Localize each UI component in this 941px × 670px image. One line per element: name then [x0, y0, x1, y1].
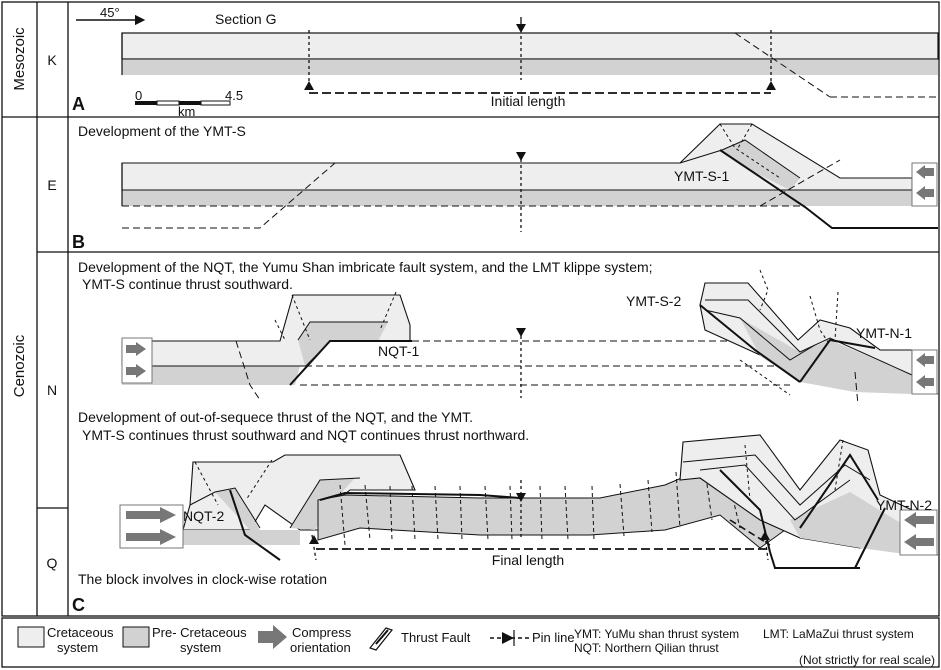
strike-label: 45° — [100, 5, 120, 20]
fault-label-nqt-1: NQT-1 — [378, 343, 419, 359]
period-q: Q — [47, 555, 58, 571]
panel-letter-b: B — [72, 232, 85, 252]
caption-n-1: Development of the NQT, the Yumu Shan im… — [78, 259, 653, 275]
legend-swatch-cretaceous — [17, 626, 45, 648]
compress-arrows-left — [121, 337, 153, 384]
pre-cretaceous-right — [790, 492, 912, 555]
legend-abbr-nqt: NQT: Northern Qilian thrust — [574, 641, 719, 655]
caption-b: Development of the YMT-S — [78, 123, 246, 139]
thrust-fault-nqt-1 — [289, 340, 412, 386]
scale-unit: km — [178, 104, 195, 119]
pre-cretaceous-left — [183, 530, 300, 545]
legend-compress-icon — [258, 625, 287, 649]
legend-cretaceous-2: system — [57, 640, 98, 655]
panel-letter-a: A — [72, 94, 85, 114]
caption-c-1: Development of out-of-sequece thrust of … — [78, 409, 473, 425]
initial-length-label: Initial length — [491, 93, 566, 109]
compress-arrows-right — [911, 349, 938, 395]
caption-c-2: YMT-S continues thrust southward and NQT… — [82, 427, 529, 443]
caption-n-2: YMT-S continue thrust southward. — [82, 276, 293, 292]
pre-cretaceous-left — [122, 366, 300, 385]
legend-pre-2: system — [180, 640, 221, 655]
scale-max: 4.5 — [225, 88, 243, 103]
pin-marker — [516, 24, 526, 33]
panel-letter-c: C — [72, 595, 85, 615]
final-length-label: Final length — [492, 552, 564, 568]
panel-b: Development of the YMT-S YMT-S-1 B — [72, 123, 938, 252]
fault-label-ymt-s-1: YMT-S-1 — [674, 168, 729, 184]
legend-swatch-pre-cretaceous — [122, 626, 150, 648]
pre-cretaceous-right — [740, 318, 912, 394]
period-e: E — [47, 177, 56, 193]
legend-thrust-icon — [368, 627, 394, 651]
legend-thrust: Thrust Fault — [401, 630, 471, 645]
legend-compress-1: Compress — [292, 625, 352, 640]
legend-pre-1: Pre- Cretaceous — [152, 625, 247, 640]
fault-label-ymt-s-2: YMT-S-2 — [626, 293, 681, 309]
future-fault — [734, 32, 831, 98]
legend-cretaceous-1: Cretaceous — [47, 625, 114, 640]
period-n: N — [47, 382, 57, 398]
cretaceous-layer — [121, 32, 939, 60]
panel-a: 45° Section G Initial length 0 4.5 km A — [72, 5, 939, 119]
fracture-lines — [339, 469, 741, 546]
thrust-fault-nqt-2 — [229, 489, 281, 561]
legend-compress-2: orientation — [290, 640, 351, 655]
pre-cretaceous-layer — [122, 190, 912, 206]
rotated-block — [317, 469, 786, 549]
thrust-fault-ymt-n-1 — [799, 338, 876, 383]
compress-arrows — [911, 162, 938, 207]
fault-label-ymt-n-1: YMT-N-1 — [856, 325, 912, 341]
era-cenozoic: Cenozoic — [11, 334, 28, 397]
rotation-note: The block involves in clock-wise rotatio… — [78, 571, 327, 587]
legend-abbr-lmt: LMT: LaMaZui thrust system — [763, 627, 914, 641]
fault-label-nqt-2: NQT-2 — [183, 508, 224, 524]
fault-label-ymt-n-2: YMT-N-2 — [876, 497, 932, 513]
legend-abbr-ymt: YMT: YuMu shan thrust system — [574, 627, 739, 641]
panel-n: Development of the NQT, the Yumu Shan im… — [78, 259, 938, 406]
legend-pin-icon — [490, 630, 530, 646]
period-k: K — [47, 52, 57, 68]
pre-cretaceous-layer — [122, 59, 938, 75]
section-label: Section G — [215, 11, 276, 27]
scale-bar: 0 4.5 km — [135, 88, 243, 119]
thrust-fault-ymt-s-1 — [719, 149, 938, 229]
compress-arrows-right — [899, 509, 938, 556]
compress-arrows-left — [119, 504, 184, 549]
era-mesozoic: Mesozoic — [11, 27, 28, 91]
thrust-fault-ymt-n-2 — [799, 453, 879, 529]
legend-pin: Pin line — [532, 630, 575, 645]
panel-c: Development of out-of-sequece thrust of … — [72, 409, 938, 615]
thrust-fault-ymt-s-2 — [699, 304, 801, 383]
legend-scale-note: (Not strictly for real scale) — [799, 653, 935, 667]
legend: Cretaceous system Pre- Cretaceous system… — [17, 625, 935, 667]
scale-min: 0 — [135, 88, 142, 103]
